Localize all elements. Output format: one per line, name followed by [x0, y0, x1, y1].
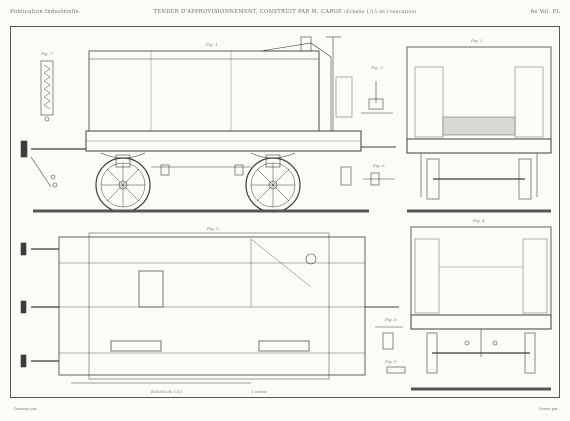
buffer-head [20, 140, 28, 158]
tank-body [88, 50, 320, 132]
plan-tank-outline [88, 232, 330, 380]
chain-link [50, 174, 56, 180]
drawing-frame: Fig. 1 Fig. 7 Fig. 5 Fig. 6 [10, 26, 560, 398]
fig-5-label: Fig. 5 [370, 65, 383, 70]
filler-cap [300, 36, 312, 52]
rear-end-elevation: Fig. 4 [410, 218, 552, 391]
side-elevation: Fig. 1 [20, 36, 396, 213]
end-elevation: Fig. 2 [406, 38, 552, 213]
plan-frame [58, 236, 366, 376]
scale-label: Échelle de 1/15 [150, 389, 183, 394]
fig-2-label: Fig. 2 [470, 38, 483, 43]
tank-end-panel [514, 66, 544, 138]
scale-metre-label: 1 mètre [251, 389, 267, 394]
fig-9-label: Fig. 9 [384, 359, 397, 364]
plan-brake-wheel [305, 253, 317, 265]
fig-4-label: Fig. 4 [472, 218, 485, 223]
spring-detail: Fig. 7 [40, 51, 54, 122]
valve-detail: Fig. 5 Fig. 6 [361, 65, 395, 186]
draughtsman-credit: Dessiné par [14, 406, 37, 411]
plan-brace [250, 238, 312, 288]
detail-block [382, 332, 394, 350]
plan-wheel [258, 340, 310, 352]
rear-panel [522, 238, 548, 314]
detail-plate [386, 366, 406, 374]
leaf-spring [250, 152, 296, 159]
brake-block [160, 164, 170, 176]
wheel-spokes [101, 163, 145, 207]
valve-body [368, 98, 384, 110]
wheel-spokes [251, 163, 295, 207]
fig-6-label: Fig. 6 [372, 163, 385, 168]
plate-label: PL [552, 9, 560, 15]
section-details: Fig. 8 Fig. 9 [375, 317, 406, 374]
rear-chain-link [464, 340, 470, 346]
plate-title-scale: (Échelle 1/15 de l'exécution) [344, 10, 417, 15]
plan-buffer-head [20, 300, 27, 314]
brake-block [234, 164, 244, 176]
coal-bunker-front [260, 42, 332, 132]
volume-plate-number: 6e Vol. PL [531, 9, 560, 15]
footstep [340, 166, 352, 186]
spring-eye [44, 116, 50, 122]
rear-panel [414, 238, 440, 314]
spring-housing [40, 60, 54, 116]
plan-buffer-head [20, 354, 27, 368]
rear-frame [410, 314, 552, 330]
tool-box [335, 76, 353, 118]
plan-wheel [110, 340, 162, 352]
technical-drawing: Fig. 1 Fig. 7 Fig. 5 Fig. 6 [20, 36, 552, 394]
plan-filler-tank [138, 270, 164, 308]
fig-1-label: Fig. 1 [205, 42, 218, 47]
plate-title-main: TENDER D'APPROVISIONNEMENT, CONSTRUIT PA… [153, 9, 343, 15]
plan-view: Fig. 3 Échelle de 1/15 1 mètre [20, 226, 399, 394]
coal-bunker-opening [442, 116, 516, 136]
rear-tank [410, 226, 552, 316]
chain-link [52, 182, 58, 188]
publication-title: Publication Industrielle. [10, 9, 81, 15]
rear-chain-link [492, 340, 498, 346]
plan-buffer-head [20, 242, 27, 256]
coil-spring [43, 64, 51, 110]
leaf-spring [100, 152, 146, 159]
end-frame [406, 138, 552, 154]
tank-end-panel [414, 66, 444, 138]
plate-title: TENDER D'APPROVISIONNEMENT, CONSTRUIT PA… [0, 9, 570, 15]
engraver-credit: Gravé par [538, 406, 558, 411]
volume-label: 6e Vol. [530, 9, 551, 15]
coupling-chain [30, 156, 52, 188]
fig-3-label: Fig. 3 [206, 226, 219, 231]
fig-8-label: Fig. 8 [384, 317, 397, 322]
fig-7-label: Fig. 7 [40, 51, 53, 56]
bracket-block [370, 172, 380, 186]
